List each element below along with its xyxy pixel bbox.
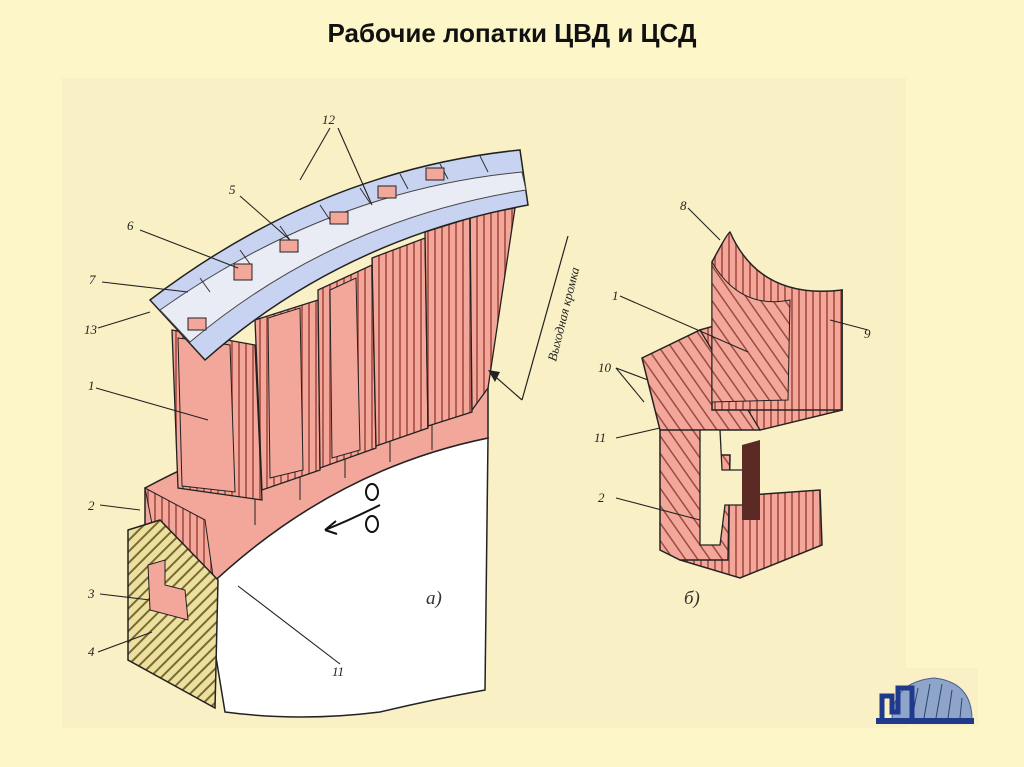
figure-b: 8 1 9 10 11 2 б): [594, 198, 871, 609]
label-11a: 11: [332, 664, 344, 679]
label-5: 5: [229, 182, 236, 197]
label-7: 7: [89, 272, 96, 287]
label-2a: 2: [88, 498, 95, 513]
label-12: 12: [322, 112, 336, 127]
edge-label: Выходная кромка: [544, 265, 582, 363]
caption-b: б): [684, 588, 700, 609]
rotation-arrow-icon: [324, 483, 381, 535]
slide-title: Рабочие лопатки ЦВД и ЦСД: [327, 18, 697, 48]
label-3: 3: [87, 586, 95, 601]
label-6: 6: [127, 218, 134, 233]
caption-a: а): [426, 588, 442, 609]
figure-a: Выходная кромка 12 5 6 7 13 1 2 3 4 11 а…: [84, 112, 582, 718]
label-1a: 1: [88, 378, 95, 393]
label-2b: 2: [598, 490, 605, 505]
label-1b: 1: [612, 288, 619, 303]
turbine-logo-icon: [872, 668, 978, 726]
label-11b: 11: [594, 430, 606, 445]
label-10: 10: [598, 360, 612, 375]
label-9: 9: [864, 326, 871, 341]
label-8: 8: [680, 198, 687, 213]
label-4: 4: [88, 644, 95, 659]
label-13: 13: [84, 322, 98, 337]
